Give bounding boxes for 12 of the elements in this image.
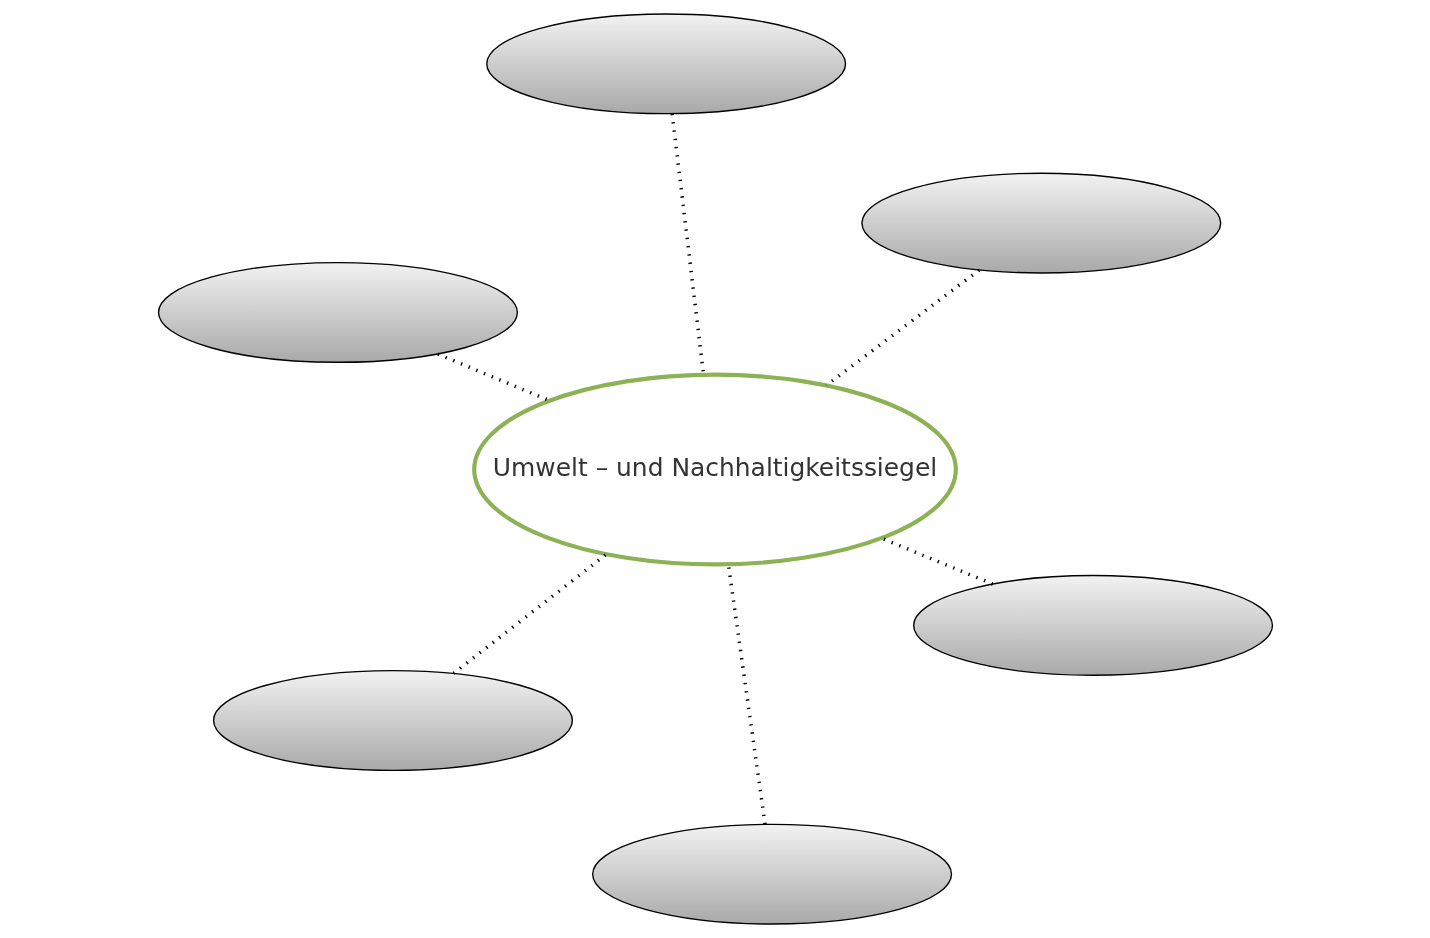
connector xyxy=(824,268,980,387)
node-cloud xyxy=(591,823,952,925)
node-cloud xyxy=(157,261,518,363)
connector xyxy=(436,352,550,403)
node-cloud xyxy=(212,669,573,772)
node-cloud xyxy=(912,574,1273,676)
connector xyxy=(726,564,767,825)
node-ellipse: Umwelt – und Nachhaltigkeitssiegel xyxy=(471,372,958,567)
node-cloud xyxy=(485,13,846,115)
connector xyxy=(880,536,993,586)
node-cloud xyxy=(860,172,1221,274)
connector xyxy=(452,553,607,675)
